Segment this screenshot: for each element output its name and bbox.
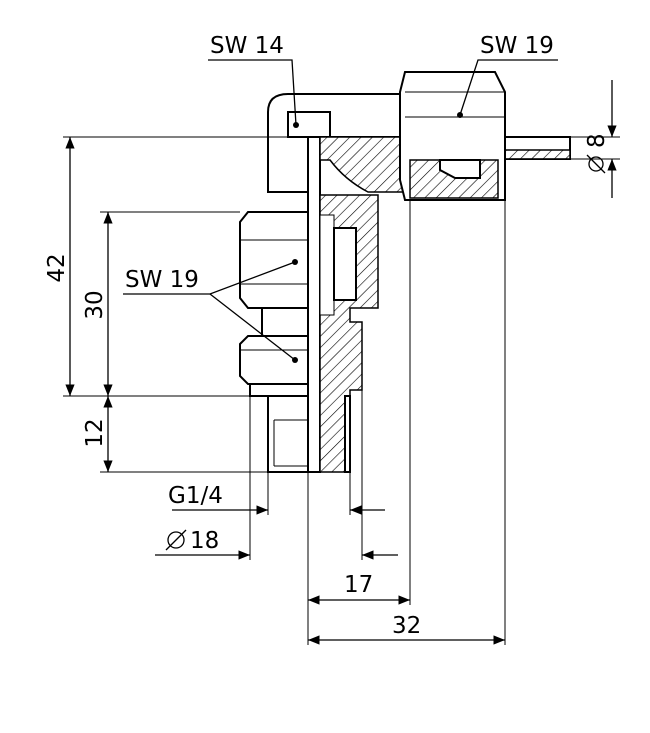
extension-lines [63, 136, 620, 645]
dimension-lines [65, 80, 617, 645]
label-thread: G1/4 [168, 483, 223, 509]
label-dim42: 42 [44, 253, 70, 282]
label-dim32: 32 [392, 613, 421, 639]
diameter-icon [586, 154, 606, 174]
label-dia18-group: 18 [165, 528, 219, 554]
label-dim17: 17 [344, 572, 373, 598]
diameter-icon [165, 529, 187, 551]
label-dia8: 8 [584, 133, 610, 148]
label-sw14: SW 14 [210, 33, 284, 59]
label-dia18: 18 [190, 528, 219, 554]
label-dia8-group: 8 [584, 133, 610, 174]
label-sw19-side: SW 19 [125, 267, 199, 293]
label-dim30: 30 [82, 290, 108, 319]
leader-lines [123, 59, 558, 361]
label-dim12: 12 [82, 418, 108, 447]
label-sw19-top: SW 19 [480, 33, 554, 59]
fitting-body [239, 71, 571, 473]
